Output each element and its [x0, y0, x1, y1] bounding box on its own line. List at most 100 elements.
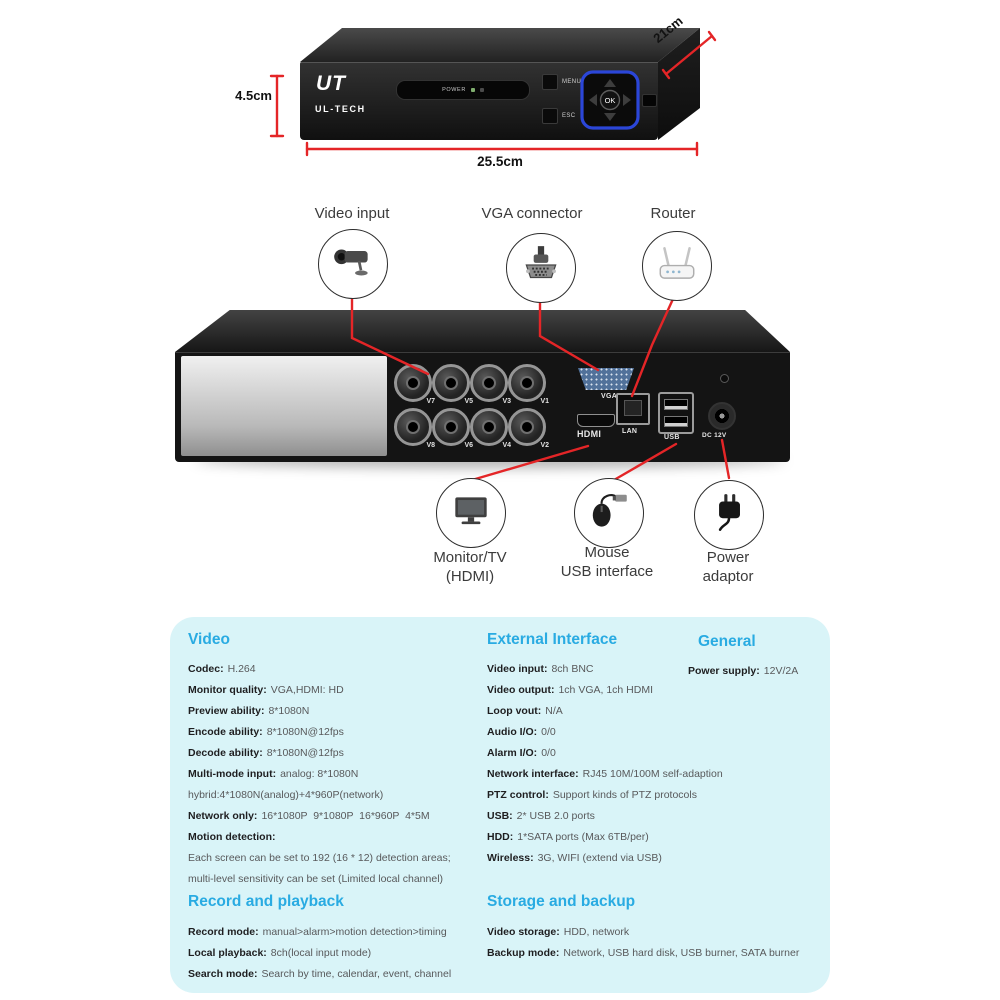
spec-row: Codec:H.264 [188, 659, 488, 680]
esc-button-icon [542, 108, 558, 124]
bnc-port-label: V6 [464, 442, 473, 449]
spec-label: Codec: [188, 663, 224, 675]
spec-row: Record mode:manual>alarm>motion detectio… [188, 922, 488, 943]
usb-port-label: USB [664, 434, 680, 441]
spec-label: USB: [487, 810, 513, 822]
mouse-label-line1: Mouse [584, 544, 630, 561]
callout-circle-router [642, 231, 712, 301]
spec-value: 3G, WIFI (extend via USB) [537, 852, 662, 864]
section-title-storage-backup: Storage and backup [487, 893, 636, 910]
section-title-external-interface: External Interface [487, 631, 618, 648]
callout-label-video-input: Video input [287, 205, 417, 224]
spec-value: 8ch BNC [551, 663, 594, 675]
menu-button: MENU [542, 74, 581, 90]
spec-row: Audio I/O:0/0 [487, 722, 817, 743]
bnc-port-label: V3 [502, 398, 511, 405]
spec-row: Video output:1ch VGA, 1ch HDMI [487, 680, 817, 701]
monitor-label-line2: (HDMI) [445, 567, 495, 585]
monitor-icon [448, 488, 494, 539]
power-led [470, 88, 475, 92]
spec-label: Video storage: [487, 926, 560, 938]
spec-label: Preview ability: [188, 705, 265, 717]
spec-row: Network only:16*1080P 9*1080P 16*960P 4*… [188, 806, 488, 827]
spec-row: Preview ability:8*1080N [188, 701, 488, 722]
spec-label: Power supply: [688, 665, 760, 677]
spec-row: PTZ control:Support kinds of PTZ protoco… [487, 785, 817, 806]
spec-row: Wireless:3G, WIFI (extend via USB) [487, 848, 817, 869]
dvr-front-panel: UT UL-TECH POWER MENU ESC [300, 62, 658, 140]
spec-value: Each screen can be set to 192 (16 * 12) … [188, 852, 451, 864]
spec-value: hybrid:4*1080N(analog)+4*960P(network) [188, 789, 384, 801]
callout-circle-video-input [318, 229, 388, 299]
bnc-port-v5: V5 [432, 364, 473, 405]
bnc-port-v1: V1 [508, 364, 549, 405]
dc-power-jack [708, 402, 736, 430]
dimension-width-label: 25.5cm [477, 154, 523, 169]
spec-value: 8*1080N [268, 705, 310, 717]
bnc-port-label: V1 [540, 398, 549, 405]
usb-slot-top [664, 399, 688, 411]
dc-power-label: DC 12V [702, 432, 727, 439]
mouse-label-line2: USB interface [560, 562, 654, 580]
spec-row: Alarm I/O:0/0 [487, 743, 817, 764]
spec-row: Power supply:12V/2A [688, 661, 828, 682]
rear-left-cover [181, 356, 387, 456]
dvr-front-top-face [300, 28, 700, 62]
hdd-led [479, 88, 484, 92]
bnc-port-label: V2 [540, 442, 549, 449]
ok-button-label: OK [605, 96, 616, 105]
external-interface-spec-list: Video input:8ch BNC Video output:1ch VGA,… [487, 659, 817, 869]
front-usb-port [642, 94, 657, 107]
callout-label-vga: VGA connector [457, 205, 607, 224]
spec-value: Search by time, calendar, event, channel [261, 968, 452, 980]
spec-label: Video input: [487, 663, 548, 675]
bnc-port-v6: V6 [432, 408, 473, 449]
menu-button-label: MENU [562, 79, 582, 85]
router-icon [654, 241, 700, 292]
brand-logo: UT [316, 72, 346, 95]
spec-value: Network, USB hard disk, USB burner, SATA… [563, 947, 800, 959]
bnc-port-label: V5 [464, 398, 473, 405]
callout-label-mouse: Mouse USB interface [527, 544, 687, 582]
callout-circle-power [694, 480, 764, 550]
spec-value: multi-level sensitivity can be set (Limi… [188, 873, 444, 885]
vga-port [578, 368, 634, 390]
spec-label: Local playback: [188, 947, 267, 959]
vga-label-text: VGA connector [481, 205, 583, 222]
bnc-port-label: V8 [426, 442, 435, 449]
menu-button-icon [542, 74, 558, 90]
section-title-video: Video [188, 631, 230, 648]
bnc-port-label: V7 [426, 398, 435, 405]
spec-value: 2* USB 2.0 ports [516, 810, 595, 822]
mouse-icon [586, 488, 632, 539]
hdmi-port [577, 414, 615, 427]
spec-label: Alarm I/O: [487, 747, 538, 759]
spec-value: 8ch(local input mode) [270, 947, 372, 959]
spec-value: H.264 [227, 663, 256, 675]
usb-ports [658, 392, 694, 434]
spec-label: Motion detection: [188, 831, 276, 843]
spec-row: Search mode:Search by time, calendar, ev… [188, 964, 488, 985]
spec-value: VGA,HDMI: HD [270, 684, 344, 696]
spec-label: PTZ control: [487, 789, 549, 801]
spec-value: 0/0 [541, 747, 556, 759]
spec-value: N/A [545, 705, 563, 717]
callout-label-power: Power adaptor [663, 549, 793, 587]
dimension-height-bracket [269, 74, 285, 138]
spec-value: 1ch VGA, 1ch HDMI [558, 684, 653, 696]
spec-row: Video storage:HDD, network [487, 922, 817, 943]
bnc-port-v7: V7 [394, 364, 435, 405]
spec-row: HDD:1*SATA ports (Max 6TB/per) [487, 827, 817, 848]
spec-value: manual>alarm>motion detection>timing [262, 926, 447, 938]
vga-connector-icon [518, 243, 564, 294]
spec-label: Multi-mode input: [188, 768, 277, 780]
spec-label: Network interface: [487, 768, 579, 780]
power-adaptor-icon [706, 490, 752, 541]
esc-button: ESC [542, 108, 576, 124]
spec-label: Monitor quality: [188, 684, 267, 696]
front-display-window: POWER [396, 80, 530, 100]
bnc-port-v2: V2 [508, 408, 549, 449]
spec-label: Encode ability: [188, 726, 263, 738]
